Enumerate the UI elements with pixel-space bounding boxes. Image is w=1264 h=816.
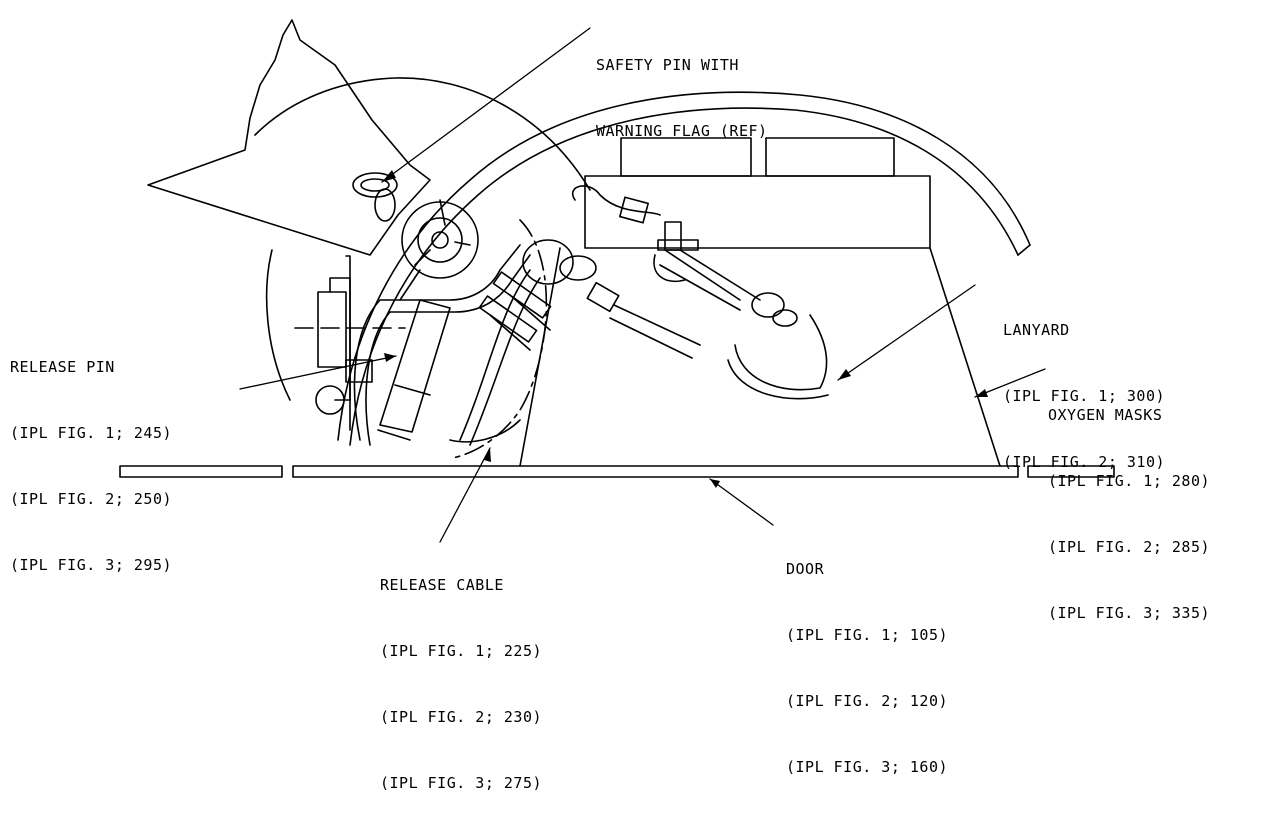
leader-arrowheads	[382, 170, 988, 488]
door-panel	[120, 466, 1114, 477]
safety-pin-rings	[353, 173, 478, 278]
label-release-pin: RELEASE PIN (IPL FIG. 1; 245) (IPL FIG. …	[10, 312, 172, 598]
label-line: (IPL FIG. 1; 105)	[786, 626, 949, 644]
oxygen-mask-container-diagram	[0, 0, 1264, 623]
label-line: DOOR	[786, 560, 825, 578]
release-cable-shape	[355, 245, 551, 445]
label-lanyard: LANYARD (IPL FIG. 1; 300) (IPL FIG. 2; 3…	[1003, 275, 1165, 495]
leader-lines	[240, 28, 1045, 542]
label-safety-pin: SAFETY PIN WITH WARNING FLAG (REF)	[596, 10, 768, 164]
label-line: RELEASE PIN	[10, 358, 115, 376]
container-dome-outer	[338, 92, 1030, 440]
label-line: (IPL FIG. 1; 225)	[380, 642, 543, 660]
label-line: (IPL FIG. 3; 275)	[380, 774, 543, 792]
cable-dashed-path	[452, 220, 546, 458]
label-line: LANYARD	[1003, 321, 1070, 339]
label-line: (IPL FIG. 1; 245)	[10, 424, 173, 442]
oxygen-masks-shape	[520, 138, 1000, 466]
label-line: (IPL FIG. 2; 120)	[786, 692, 949, 710]
label-line: WARNING FLAG (REF)	[596, 122, 768, 140]
label-oxygen-masks: OXYGEN MASKS (IPL FIG. 1; 280) (IPL FIG.…	[1048, 360, 1210, 646]
label-door: DOOR (IPL FIG. 1; 105) (IPL FIG. 2; 120)…	[786, 514, 948, 800]
label-line: (IPL FIG. 3; 335)	[1048, 604, 1211, 622]
label-line: (IPL FIG. 2; 285)	[1048, 538, 1211, 556]
release-pin-bracket	[316, 256, 372, 430]
lanyard-shape	[523, 186, 828, 399]
label-line: (IPL FIG. 2; 250)	[10, 490, 173, 508]
label-release-cable: RELEASE CABLE (IPL FIG. 1; 225) (IPL FIG…	[380, 530, 542, 816]
label-line: (IPL FIG. 2; 310)	[1003, 453, 1166, 471]
label-line: SAFETY PIN WITH	[596, 56, 739, 74]
label-line: (IPL FIG. 3; 160)	[786, 758, 949, 776]
housing-circle-arc-left	[267, 250, 290, 400]
label-line: RELEASE CABLE	[380, 576, 504, 594]
label-line: OXYGEN MASKS	[1048, 406, 1163, 424]
structure-fragment	[148, 20, 430, 255]
label-line: (IPL FIG. 1; 300)	[1003, 387, 1166, 405]
label-line: (IPL FIG. 3; 295)	[10, 556, 173, 574]
housing-circle-arc	[255, 78, 590, 190]
container-dome-inner	[350, 108, 1018, 445]
release-pin-cylinder	[378, 270, 450, 440]
label-line: (IPL FIG. 1; 280)	[1048, 472, 1211, 490]
label-line: (IPL FIG. 2; 230)	[380, 708, 543, 726]
dome-end	[1018, 245, 1030, 255]
